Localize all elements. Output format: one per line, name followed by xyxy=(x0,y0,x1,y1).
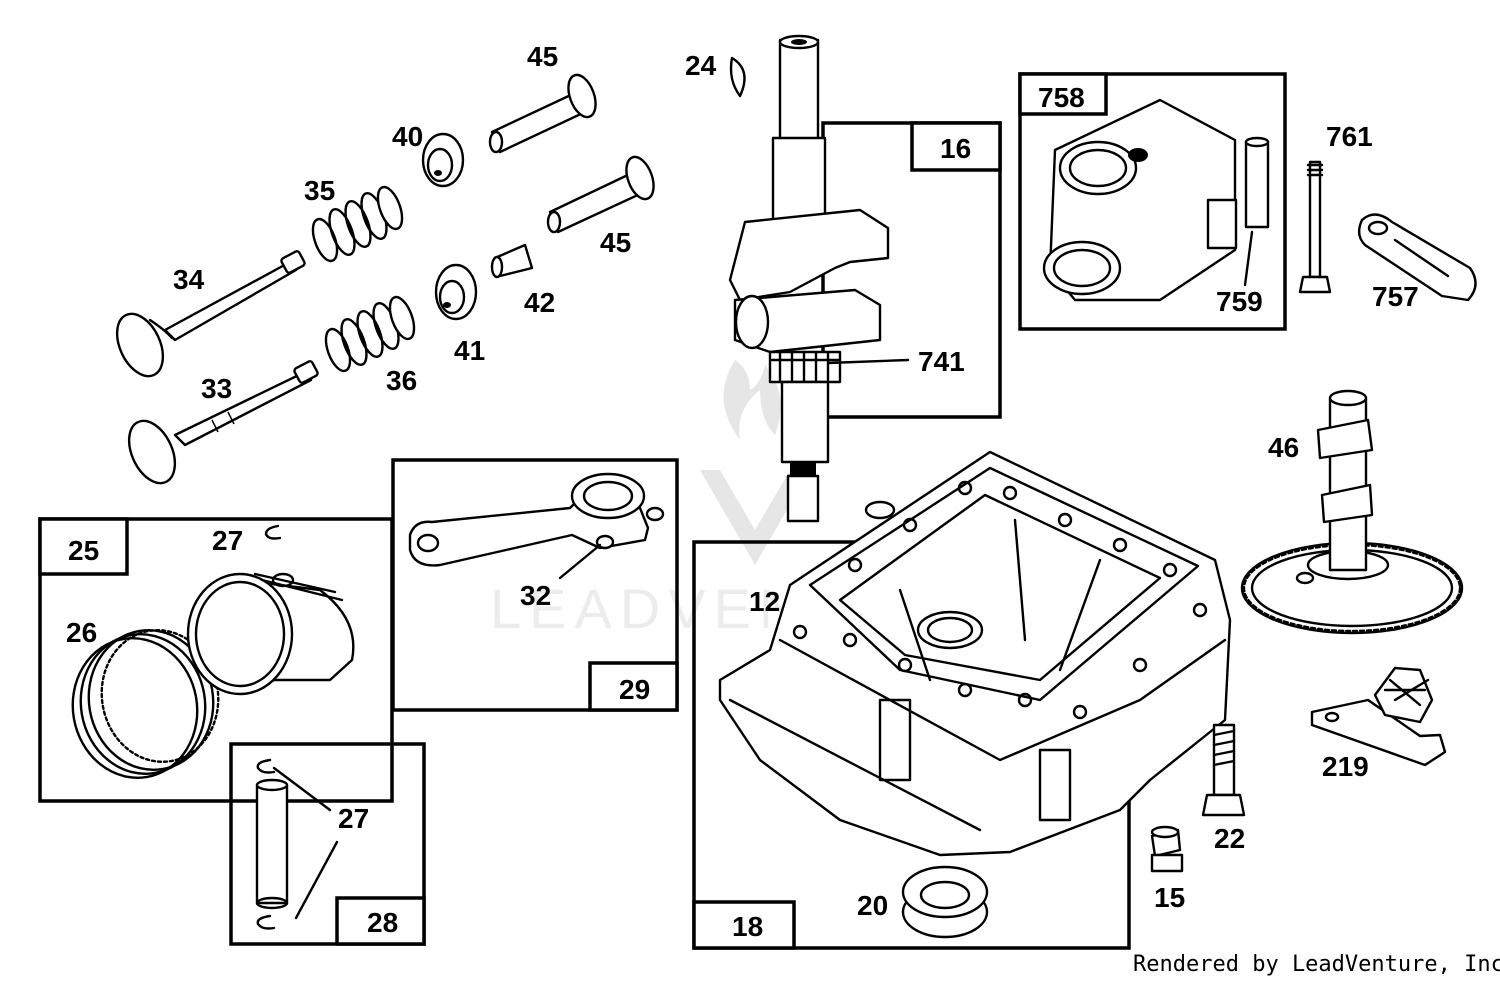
callout-46: 46 xyxy=(1268,432,1299,463)
callout-45-lower: 45 xyxy=(600,227,631,258)
crankshaft-16 xyxy=(728,34,890,523)
valve-34 xyxy=(115,250,306,378)
box-28-label: 28 xyxy=(367,907,398,938)
callout-40: 40 xyxy=(392,121,423,152)
box-758 xyxy=(1018,72,1287,331)
callout-12: 12 xyxy=(749,586,780,617)
camshaft-46 xyxy=(1240,389,1464,635)
governor-link-758 xyxy=(1042,98,1238,302)
governor-219 xyxy=(1310,666,1447,767)
connecting-rod-32 xyxy=(408,472,665,567)
callout-34: 34 xyxy=(173,264,205,295)
retainer-41 xyxy=(434,263,478,321)
callout-27-top: 27 xyxy=(212,525,243,556)
callout-219: 219 xyxy=(1322,751,1369,782)
box-29-label: 29 xyxy=(619,674,650,705)
piston-pin-28 xyxy=(255,778,289,910)
pin-759 xyxy=(1244,136,1270,229)
callout-24: 24 xyxy=(685,50,717,81)
retainer-40 xyxy=(421,132,465,188)
oil-seal-20 xyxy=(901,865,989,939)
callout-35: 35 xyxy=(304,175,335,206)
callout-22: 22 xyxy=(1214,823,1245,854)
link-757 xyxy=(1357,213,1477,302)
piston-25 xyxy=(186,572,355,696)
circlip-27-lower xyxy=(256,914,276,930)
callout-27-box28: 27 xyxy=(338,803,369,834)
circlip-27-top xyxy=(264,524,282,540)
callout-759: 759 xyxy=(1216,286,1263,317)
callout-757: 757 xyxy=(1372,281,1419,312)
callout-36: 36 xyxy=(386,365,417,396)
callout-26: 26 xyxy=(66,617,97,648)
box-28 xyxy=(229,742,426,946)
callout-33: 33 xyxy=(201,373,232,404)
callout-20: 20 xyxy=(857,890,888,921)
leader-lines xyxy=(272,230,1254,920)
tappet-45-lower xyxy=(546,155,655,234)
tappet-45-upper xyxy=(488,73,597,154)
key-24 xyxy=(729,56,746,98)
valve-spring-36 xyxy=(324,295,416,373)
box-18-label: 18 xyxy=(732,911,763,942)
bolt-22 xyxy=(1201,723,1246,817)
circlip-27-upper xyxy=(256,758,276,774)
box-29 xyxy=(391,458,679,712)
valve-33 xyxy=(127,360,319,485)
valve-keeper-42 xyxy=(490,243,534,279)
footer-credit: Rendered by LeadVenture, Inc. xyxy=(1133,952,1500,977)
valve-spring-35 xyxy=(311,185,404,263)
box-758-label: 758 xyxy=(1038,82,1085,113)
callout-15: 15 xyxy=(1154,882,1185,913)
callouts: 45 24 40 35 45 34 42 41 33 36 741 761 75… xyxy=(66,41,1419,921)
callout-45-upper: 45 xyxy=(527,41,558,72)
callout-761: 761 xyxy=(1326,121,1373,152)
callout-42: 42 xyxy=(524,287,555,318)
callout-741: 741 xyxy=(918,346,965,377)
callout-41: 41 xyxy=(454,335,485,366)
bolt-761 xyxy=(1298,160,1332,294)
box-25-label: 25 xyxy=(68,535,99,566)
drain-plug-15 xyxy=(1150,825,1184,873)
box-16-label: 16 xyxy=(940,133,971,164)
callout-32: 32 xyxy=(520,580,551,611)
crankcase-sump-12 xyxy=(718,450,1232,857)
